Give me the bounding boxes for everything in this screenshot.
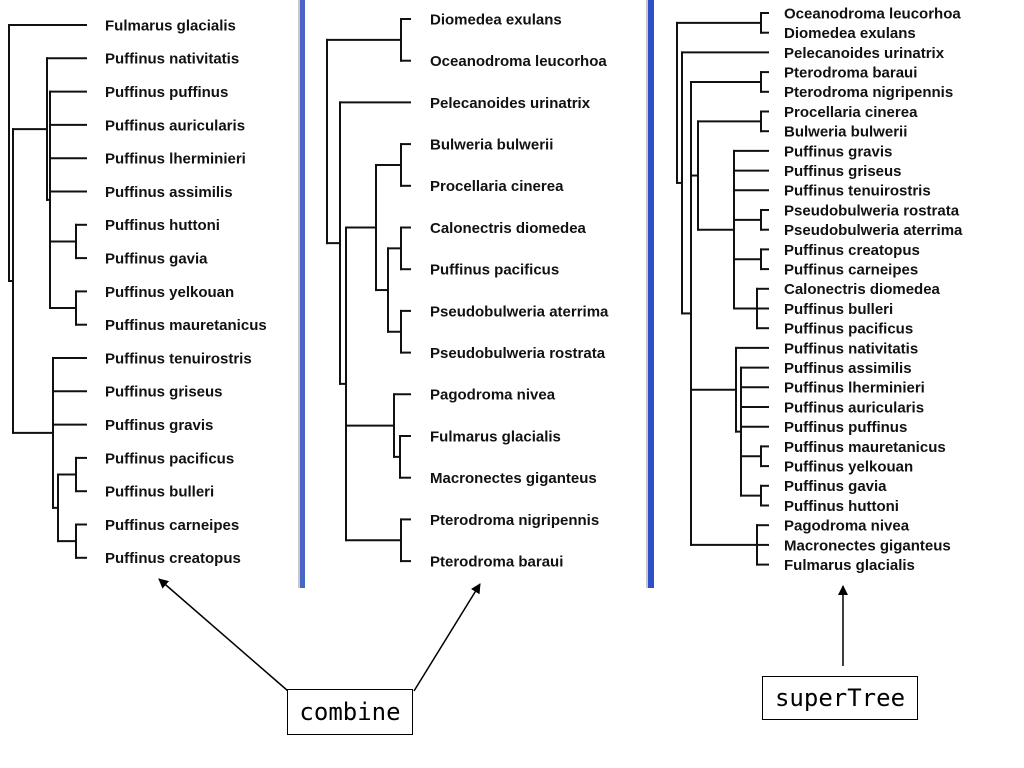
tree2-taxon-pterodroma-baraui: Pterodroma baraui bbox=[430, 554, 563, 571]
tree2-taxon-procellaria-cinerea: Procellaria cinerea bbox=[430, 178, 564, 195]
tree1-taxon-puffinus-auricularis: Puffinus auricularis bbox=[105, 117, 245, 134]
divider-2 bbox=[648, 0, 654, 588]
tree1-taxon-puffinus-nativitatis: Puffinus nativitatis bbox=[105, 51, 239, 68]
tree3-taxon-pagodroma-nivea: Pagodroma nivea bbox=[784, 518, 910, 535]
tree1-taxon-puffinus-puffinus: Puffinus puffinus bbox=[105, 84, 228, 101]
tree3-taxon-puffinus-griseus: Puffinus griseus bbox=[784, 163, 902, 180]
tree3-taxon-puffinus-gravis: Puffinus gravis bbox=[784, 143, 892, 160]
tree3-taxon-pterodroma-baraui: Pterodroma baraui bbox=[784, 65, 917, 82]
tree2-taxon-diomedea-exulans: Diomedea exulans bbox=[430, 11, 562, 28]
tree3-taxon-puffinus-mauretanicus: Puffinus mauretanicus bbox=[784, 439, 946, 456]
combine-arrow-left bbox=[158, 578, 289, 692]
tree3-taxon-puffinus-pacificus: Puffinus pacificus bbox=[784, 321, 913, 338]
tree3-taxon-puffinus-assimilis: Puffinus assimilis bbox=[784, 360, 912, 377]
tree3-taxon-puffinus-lherminieri: Puffinus lherminieri bbox=[784, 380, 925, 397]
tree1-taxon-puffinus-bulleri: Puffinus bulleri bbox=[105, 484, 214, 501]
tree2-taxon-fulmarus-glacialis: Fulmarus glacialis bbox=[430, 428, 561, 445]
tree1-taxon-puffinus-huttoni: Puffinus huttoni bbox=[105, 217, 220, 234]
tree3-taxon-oceanodroma-leucorhoa: Oceanodroma leucorhoa bbox=[784, 5, 961, 22]
tree2-taxon-pseudobulweria-aterrima: Pseudobulweria aterrima bbox=[430, 303, 609, 320]
tree1-taxon-puffinus-carneipes: Puffinus carneipes bbox=[105, 517, 239, 534]
tree3-taxon-puffinus-creatopus: Puffinus creatopus bbox=[784, 242, 920, 259]
tree2-taxon-pelecanoides-urinatrix: Pelecanoides urinatrix bbox=[430, 95, 591, 112]
tree2-taxon-calonectris-diomedea: Calonectris diomedea bbox=[430, 220, 587, 237]
divider-1-shadow bbox=[298, 0, 300, 588]
tree3-taxon-fulmarus-glacialis: Fulmarus glacialis bbox=[784, 557, 915, 574]
tree-branches bbox=[8, 12, 769, 566]
tree1-taxon-puffinus-yelkouan: Puffinus yelkouan bbox=[105, 284, 234, 301]
tree3-taxon-puffinus-nativitatis: Puffinus nativitatis bbox=[784, 340, 918, 357]
tree2-taxon-pterodroma-nigripennis: Pterodroma nigripennis bbox=[430, 512, 599, 529]
tree1-taxon-fulmarus-glacialis: Fulmarus glacialis bbox=[105, 17, 236, 34]
tree1-taxon-puffinus-tenuirostris: Puffinus tenuirostris bbox=[105, 350, 252, 367]
tree3-taxon-puffinus-yelkouan: Puffinus yelkouan bbox=[784, 459, 913, 476]
tree1-taxon-puffinus-mauretanicus: Puffinus mauretanicus bbox=[105, 317, 267, 334]
tree2-taxon-pagodroma-nivea: Pagodroma nivea bbox=[430, 387, 556, 404]
tree2-taxon-oceanodroma-leucorhoa: Oceanodroma leucorhoa bbox=[430, 53, 607, 70]
tree3-taxon-puffinus-auricularis: Puffinus auricularis bbox=[784, 399, 924, 416]
tree3-taxon-puffinus-carneipes: Puffinus carneipes bbox=[784, 262, 918, 279]
tree3-taxon-puffinus-tenuirostris: Puffinus tenuirostris bbox=[784, 183, 931, 200]
supertree-label: superTree bbox=[762, 676, 918, 720]
divider-2-shadow bbox=[646, 0, 648, 588]
tree2-taxon-puffinus-pacificus: Puffinus pacificus bbox=[430, 262, 559, 279]
tree1-taxon-puffinus-lherminieri: Puffinus lherminieri bbox=[105, 151, 246, 168]
tree3-taxon-pterodroma-nigripennis: Pterodroma nigripennis bbox=[784, 84, 953, 101]
tree1-taxon-puffinus-creatopus: Puffinus creatopus bbox=[105, 550, 241, 567]
tree3-taxon-diomedea-exulans: Diomedea exulans bbox=[784, 25, 916, 42]
tree1-taxon-puffinus-assimilis: Puffinus assimilis bbox=[105, 184, 233, 201]
tree3-taxon-bulweria-bulwerii: Bulweria bulwerii bbox=[784, 124, 907, 141]
divider-1 bbox=[300, 0, 305, 588]
tree1-taxon-puffinus-griseus: Puffinus griseus bbox=[105, 384, 223, 401]
tree2-taxon-macronectes-giganteus: Macronectes giganteus bbox=[430, 470, 597, 487]
tree1-taxon-puffinus-gavia: Puffinus gavia bbox=[105, 251, 208, 268]
tree3-taxon-puffinus-huttoni: Puffinus huttoni bbox=[784, 498, 899, 515]
tree2-taxon-pseudobulweria-rostrata: Pseudobulweria rostrata bbox=[430, 345, 606, 362]
tree3-taxon-puffinus-gavia: Puffinus gavia bbox=[784, 478, 887, 495]
tree3-taxon-macronectes-giganteus: Macronectes giganteus bbox=[784, 537, 951, 554]
tree1-taxon-puffinus-pacificus: Puffinus pacificus bbox=[105, 450, 234, 467]
combine-arrow-right bbox=[413, 583, 481, 692]
tree3-taxon-puffinus-puffinus: Puffinus puffinus bbox=[784, 419, 907, 436]
tree3-taxon-pseudobulweria-aterrima: Pseudobulweria aterrima bbox=[784, 222, 963, 239]
tree3-taxon-procellaria-cinerea: Procellaria cinerea bbox=[784, 104, 918, 121]
combine-label: combine bbox=[287, 689, 413, 735]
tree3-taxon-puffinus-bulleri: Puffinus bulleri bbox=[784, 301, 893, 318]
tree3-taxon-calonectris-diomedea: Calonectris diomedea bbox=[784, 281, 941, 298]
tree3-taxon-pseudobulweria-rostrata: Pseudobulweria rostrata bbox=[784, 202, 960, 219]
tree3-taxon-pelecanoides-urinatrix: Pelecanoides urinatrix bbox=[784, 45, 945, 62]
tree2-taxon-bulweria-bulwerii: Bulweria bulwerii bbox=[430, 137, 553, 154]
tree1-taxon-puffinus-gravis: Puffinus gravis bbox=[105, 417, 213, 434]
